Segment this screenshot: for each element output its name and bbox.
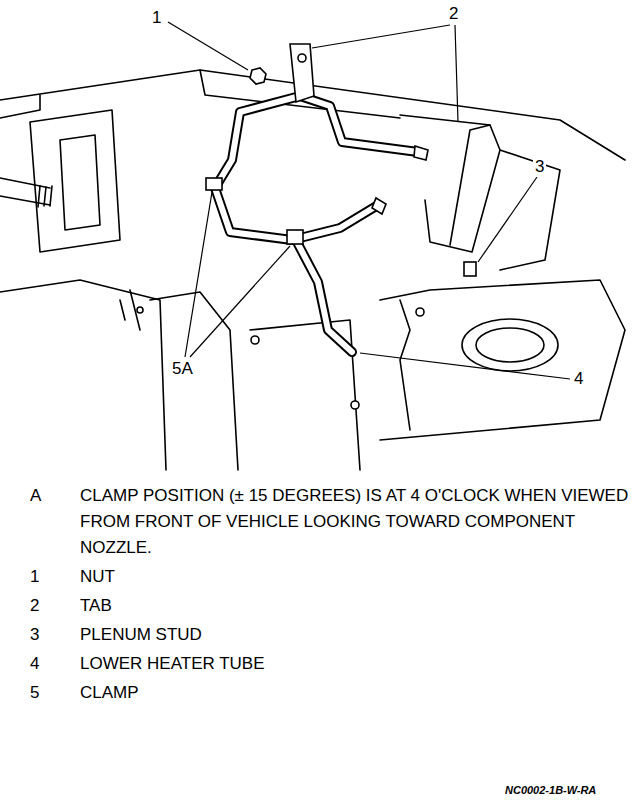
key-number: 5	[30, 683, 39, 703]
part-name: NUT	[80, 567, 115, 587]
callout-number: 2	[447, 4, 460, 24]
heater-hose	[0, 178, 50, 205]
tab-hole	[298, 54, 306, 62]
bolt	[251, 336, 259, 344]
plenum-seam	[400, 300, 410, 430]
upper-clamp	[206, 178, 222, 190]
heater-case-edge	[450, 125, 490, 245]
cowl-lip	[0, 95, 40, 118]
key-note: CLAMP POSITION (± 15 DEGREES) IS AT 4 O'…	[80, 483, 632, 561]
leader-line	[168, 22, 248, 70]
lower-tube-outline	[298, 244, 352, 352]
part-name: PLENUM STUD	[80, 625, 202, 645]
tab	[290, 44, 314, 102]
callout-number: 3	[533, 157, 546, 177]
plenum-opening-inner	[476, 328, 544, 362]
part-name: LOWER HEATER TUBE	[80, 654, 265, 674]
figure-code: NC0002-1B-W-RA	[505, 784, 596, 797]
leader-line	[455, 25, 458, 122]
body-panels	[0, 70, 625, 470]
nut	[250, 68, 266, 84]
bolt	[416, 308, 424, 316]
leader-line	[360, 353, 570, 379]
dash-rib	[30, 110, 120, 252]
firewall-edge	[0, 280, 166, 470]
upper-tube-fill	[215, 96, 418, 188]
key-number: 2	[30, 596, 39, 616]
bolt	[351, 401, 359, 409]
case-bracket	[500, 150, 560, 270]
leader-line	[312, 25, 450, 48]
part-name: CLAMP	[80, 683, 139, 703]
key-number: 4	[30, 654, 39, 674]
callout-number: 4	[572, 369, 585, 389]
bolt	[137, 307, 143, 313]
leader-line	[190, 246, 290, 357]
plenum-stud	[464, 262, 476, 276]
leader-lines	[168, 22, 570, 379]
heater-tubes	[215, 96, 418, 352]
heater-case	[400, 115, 500, 252]
key-number: 1	[30, 567, 39, 587]
lower-tube-fill	[298, 244, 352, 352]
key-letter: A	[30, 486, 41, 506]
hardware	[137, 44, 476, 409]
tube-fitting	[414, 146, 428, 160]
part-name: TAB	[80, 596, 112, 616]
plenum-opening	[462, 319, 558, 371]
callout-number: 1	[150, 8, 163, 28]
key-number: 3	[30, 625, 39, 645]
dash-recess	[60, 135, 100, 230]
leader-line	[478, 177, 537, 262]
leader-line	[185, 192, 212, 357]
component-nozzle	[372, 198, 386, 214]
lower-clamp	[287, 230, 303, 244]
upper-tube-outline	[215, 96, 418, 188]
hose-ridges	[38, 186, 52, 207]
callout-number: 5A	[170, 359, 195, 379]
